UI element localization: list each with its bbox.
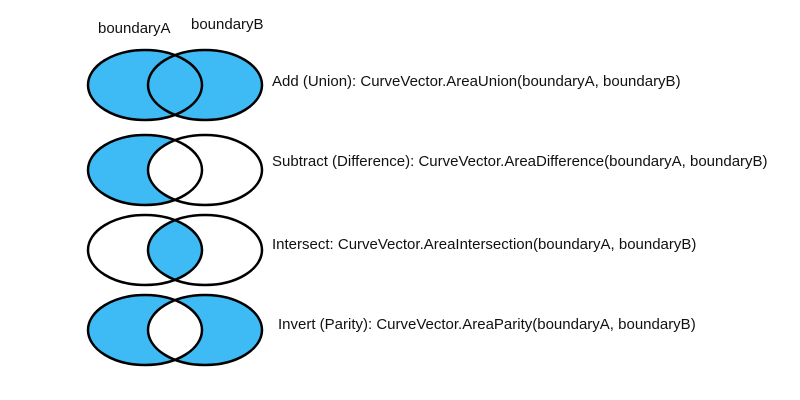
operation-label-union: Add (Union): CurveVector.AreaUnion(bound… xyxy=(272,73,681,90)
operation-label-intersection: Intersect: CurveVector.AreaIntersection(… xyxy=(272,236,697,253)
operation-label-difference: Subtract (Difference): CurveVector.AreaD… xyxy=(272,153,768,170)
venn-intersection-diagram xyxy=(86,213,264,287)
venn-difference-diagram xyxy=(86,133,264,207)
venn-parity-diagram xyxy=(86,293,264,367)
venn-union-diagram xyxy=(86,48,264,122)
boundary-a-label: boundaryA xyxy=(98,20,171,37)
operation-label-parity: Invert (Parity): CurveVector.AreaParity(… xyxy=(278,316,696,333)
boundary-b-label: boundaryB xyxy=(191,16,264,33)
